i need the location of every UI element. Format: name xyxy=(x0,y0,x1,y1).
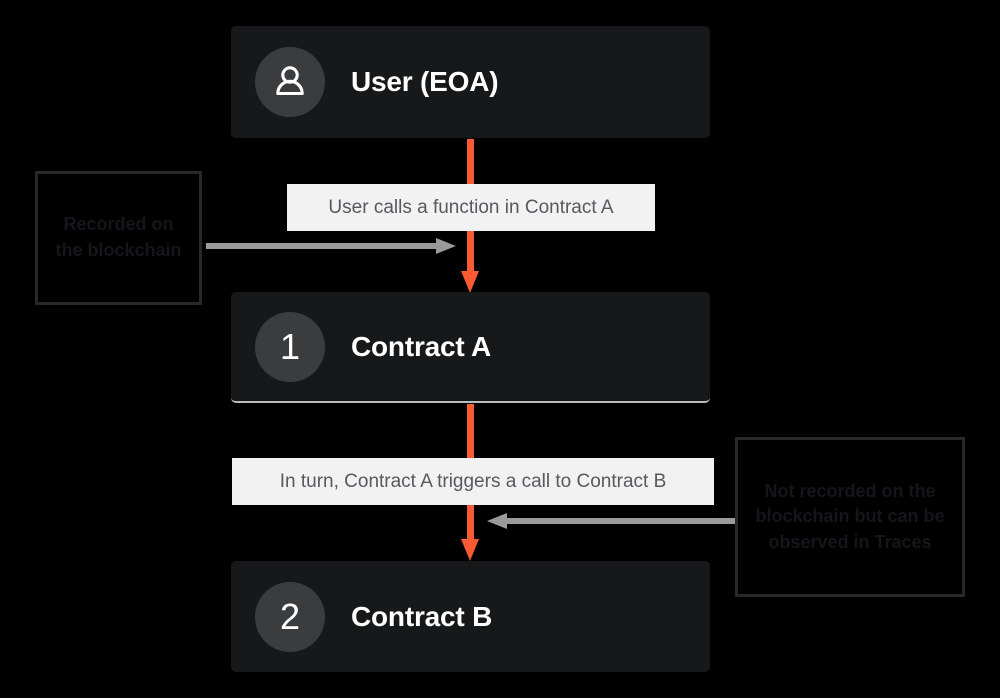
arrow-shaft xyxy=(505,518,735,524)
edge-label-contract-a-to-contract-b: In turn, Contract A triggers a call to C… xyxy=(232,458,714,505)
node-title: Contract B xyxy=(351,600,493,632)
edge-label-text: User calls a function in Contract A xyxy=(328,196,614,218)
annotation-text: Not recorded on the blockchain but can b… xyxy=(755,480,945,552)
arrowhead-down-icon xyxy=(461,539,479,561)
edge-label-text: In turn, Contract A triggers a call to C… xyxy=(279,470,667,492)
annotation-arrow-right-icon xyxy=(206,238,456,254)
connector-user-to-label-1 xyxy=(464,139,477,185)
annotation-not-recorded-on-chain: Not recorded on the blockchain but can b… xyxy=(735,437,965,597)
arrowhead-down-icon xyxy=(461,271,479,293)
arrow-shaft xyxy=(206,243,438,249)
node-title: Contract A xyxy=(351,330,492,362)
person-icon-badge xyxy=(255,47,325,117)
step-number-badge: 2 xyxy=(255,581,325,652)
node-user-eoa[interactable]: User (EOA) xyxy=(231,26,710,138)
arrowhead-right-icon xyxy=(436,238,456,254)
edge-label-user-to-contract-a: User calls a function in Contract A xyxy=(287,184,655,231)
node-contract-b[interactable]: 2 Contract B xyxy=(231,561,710,672)
annotation-arrow-left-icon xyxy=(487,513,735,529)
step-number-badge: 1 xyxy=(255,311,325,382)
connector-label-2-to-contract-b xyxy=(461,505,479,562)
node-contract-a[interactable]: 1 Contract A xyxy=(231,292,710,403)
node-title: User (EOA) xyxy=(351,66,499,97)
connector-shaft xyxy=(467,231,474,273)
arrowhead-left-icon xyxy=(487,513,507,529)
annotation-text: Recorded on the blockchain xyxy=(55,214,182,260)
annotation-recorded-on-chain: Recorded on the blockchain xyxy=(35,171,202,305)
connector-shaft xyxy=(467,139,474,185)
connector-contract-a-to-label-2 xyxy=(464,404,477,458)
connector-shaft xyxy=(467,404,474,458)
person-icon xyxy=(276,66,304,96)
connector-label-1-to-contract-a xyxy=(461,231,479,293)
connector-shaft xyxy=(467,505,474,541)
